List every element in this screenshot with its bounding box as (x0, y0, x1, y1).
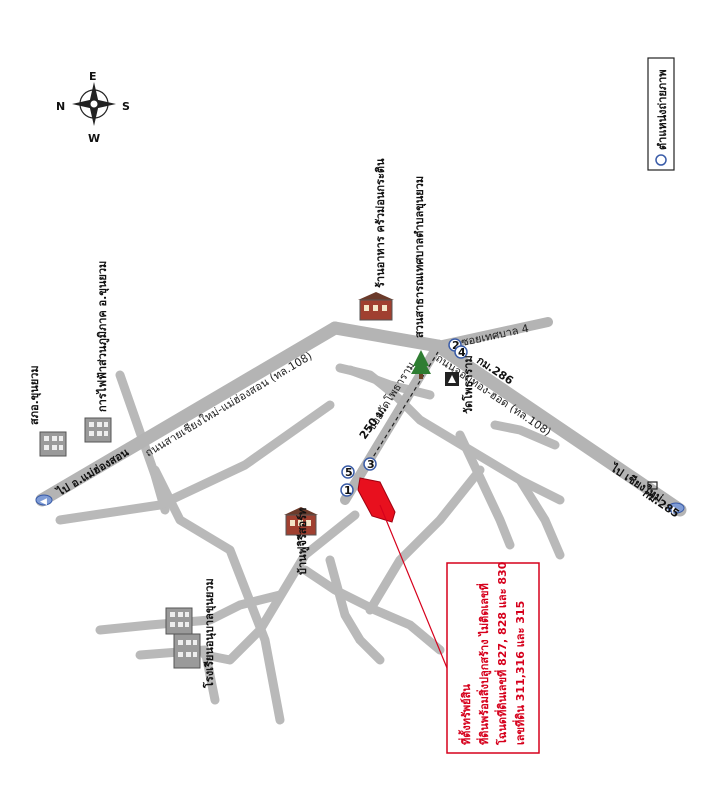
photo-point-4: 4 (454, 345, 468, 359)
landmark-restaurant: ร้านอาหาร ครัวม่อนกระติน (358, 158, 394, 321)
compass-n: N (56, 100, 65, 113)
landmark-electric: การไฟฟ้าส่วนภูมิภาค อ.ขุนยวม (84, 261, 112, 443)
compass-e: E (89, 70, 97, 83)
soi-municipal-label: ซอยเทศบาล 4 (460, 322, 530, 349)
legend-label: ตำแหน่งถ่ายภาพ (656, 69, 669, 150)
svg-text:1: 1 (344, 484, 352, 497)
photo-point-1: 1 (340, 483, 354, 497)
arrow-icon: ◀ (40, 497, 47, 507)
temple-icon (445, 372, 459, 386)
camera-position-icon (340, 483, 354, 497)
photo-point-3: 3 (363, 457, 377, 471)
km-post-icon (647, 481, 658, 490)
secondary-roads (55, 363, 565, 725)
landmark-park: สวนสาธารณเทศบาลตำบลขุนยวม (411, 176, 431, 379)
landmark-temple: วัดโพธาราม (445, 355, 475, 414)
callout-box (446, 562, 540, 754)
camera-position-icon (454, 345, 468, 359)
svg-text:2: 2 (452, 339, 460, 352)
building-icon (165, 607, 201, 669)
legend: ตำแหน่งถ่ายภาพ (647, 57, 675, 171)
camera-position-icon (363, 457, 377, 471)
compass-w: W (88, 132, 100, 145)
callout-line2: โฉนดที่ดินเลขที่ 827, 828 และ 830 (494, 561, 509, 746)
building-icon (84, 417, 112, 443)
callout-title: ที่ตั้งทรัพย์สิน (458, 684, 473, 745)
landmark-guesthouse: บ้านฟูจิรีสอร์ท (284, 507, 318, 575)
camera-position-icon (655, 154, 667, 166)
building-icon (358, 292, 394, 321)
property-parcel (357, 477, 396, 523)
svg-text:วัดโพธาราม: วัดโพธาราม (461, 355, 475, 414)
svg-text:4: 4 (458, 346, 466, 359)
legend-box (647, 57, 675, 171)
arrow-icon: ▶ (672, 505, 679, 515)
svg-text:สวนสาธารณเทศบาลตำบลขุนยวม: สวนสาธารณเทศบาลตำบลขุนยวม (413, 176, 427, 338)
landmark-police: สภอ.ขุนยวม (28, 365, 67, 457)
building-icon (39, 431, 67, 457)
svg-text:5: 5 (345, 466, 353, 479)
compass-s: S (122, 100, 130, 113)
svg-text:ร้านอาหาร ครัวม่อนกระติน: ร้านอาหาร ครัวม่อนกระติน (374, 158, 387, 288)
svg-text:สภอ.ขุนยวม: สภอ.ขุนยวม (28, 365, 42, 425)
main-road-label: ถนนสายเชียงใหม่-แม่ฮ่องสอน (ทล.108) (143, 349, 315, 459)
tree-icon (411, 350, 431, 379)
camera-position-icon (341, 465, 355, 479)
svg-text:3: 3 (367, 458, 375, 471)
property-callout: ที่ตั้งทรัพย์สิน ที่ดินพร้อมสิ่งปลูกสร้า… (446, 561, 540, 754)
svg-text:โรงเรียนอนุบาลขุนยวม: โรงเรียนอนุบาลขุนยวม (202, 578, 217, 689)
photo-point-5: 5 (341, 465, 355, 479)
compass-rose-icon: N E S W (56, 70, 130, 145)
callout-leader-line (379, 504, 448, 669)
building-icon (284, 507, 318, 536)
landmark-school: โรงเรียนอนุบาลขุนยวม (165, 578, 217, 689)
svg-text:บ้านฟูจิรีสอร์ท: บ้านฟูจิรีสอร์ท (296, 508, 310, 575)
callout-line1: ที่ดินพร้อมสิ่งปลูกสร้าง ไม่ติดเลขที่ (476, 583, 492, 745)
svg-text:การไฟฟ้าส่วนภูมิภาค อ.ขุนยวม: การไฟฟ้าส่วนภูมิภาค อ.ขุนยวม (95, 261, 110, 412)
callout-line3: เลขที่ดิน 311,316 และ 315 (512, 601, 527, 745)
